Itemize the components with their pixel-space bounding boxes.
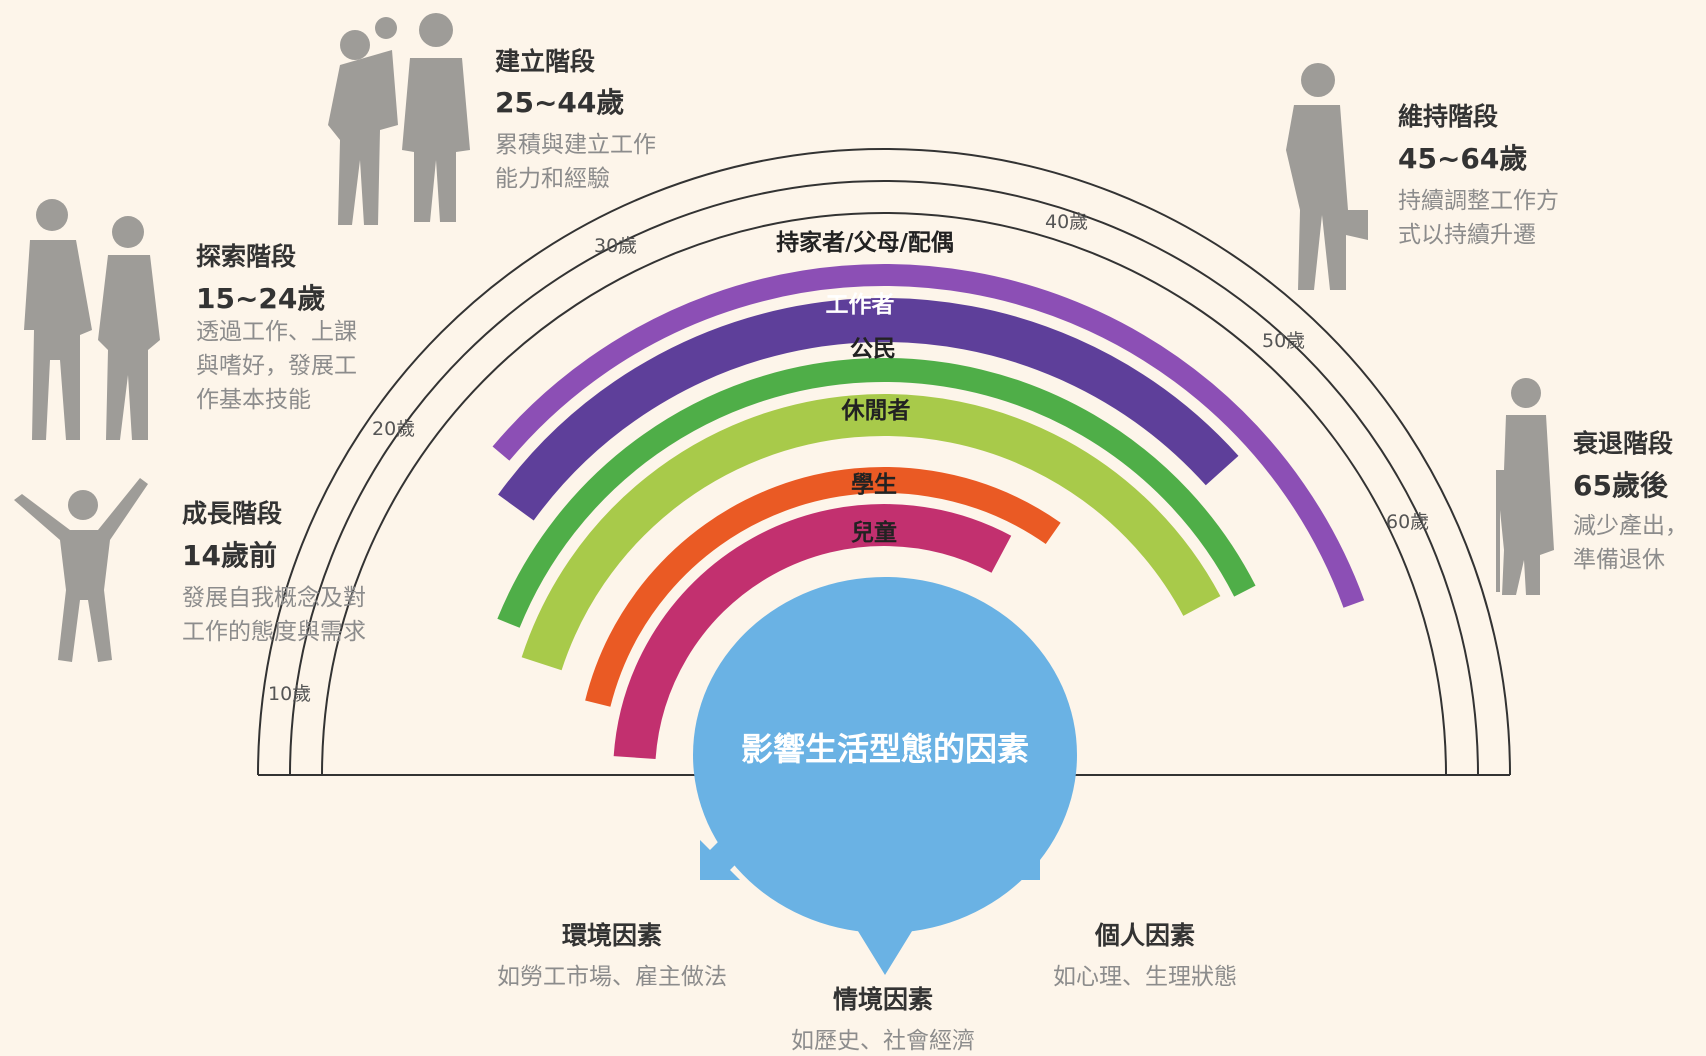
age-tick-20: 20歲: [372, 418, 415, 440]
child-body: [14, 478, 148, 662]
stage-exploration-title: 探索階段: [196, 242, 296, 271]
factor-environment-title: 環境因素: [562, 921, 662, 950]
stage-decline: 衰退階段 65歲後 減少產出， 準備退休: [1572, 429, 1688, 573]
stage-growth-title: 成長階段: [182, 499, 282, 528]
factor-situation: 情境因素 如歷史、社會經濟: [791, 985, 975, 1054]
stage-establishment-desc-1: 累積與建立工作: [495, 132, 656, 158]
age-tick-10: 10歲: [268, 683, 311, 705]
factor-personal: 個人因素 如心理、生理狀態: [1053, 921, 1237, 990]
role-band-student: [585, 467, 1061, 707]
role-band-homemaker: [492, 264, 1365, 608]
stage-exploration: 探索階段 15~24歲 透過工作、上課 與嗜好，發展工 作基本技能: [196, 242, 357, 413]
silhouette-elder: [1496, 378, 1554, 595]
role-band-worker: [498, 298, 1239, 521]
adult-head: [1301, 63, 1335, 97]
adult-body: [1286, 105, 1368, 290]
teen-head-1: [36, 199, 68, 231]
silhouette-adult: [1286, 63, 1368, 290]
elder-cane: [1496, 470, 1500, 592]
factor-personal-desc: 如心理、生理狀態: [1053, 964, 1237, 990]
elder-head: [1511, 378, 1541, 408]
father-body: [402, 58, 470, 222]
role-labels: 持家者/父母/配偶 工作者 公民 休閒者 學生 兒童: [776, 229, 954, 546]
factor-situation-desc: 如歷史、社會經濟: [791, 1028, 975, 1054]
age-tick-labels: 10歲 20歲 30歲 40歲 50歲 60歲: [268, 211, 1429, 705]
teen-body-2: [98, 255, 160, 440]
factor-environment-desc: 如勞工市場、雇主做法: [497, 964, 727, 990]
stage-exploration-desc-1: 透過工作、上課: [196, 319, 357, 345]
stage-growth: 成長階段 14歲前 發展自我概念及對 工作的態度與需求: [182, 499, 366, 645]
teen-body-1: [24, 240, 92, 440]
stage-growth-desc-2: 工作的態度與需求: [182, 619, 366, 645]
center-circle: [693, 577, 1077, 933]
silhouette-family: [328, 13, 470, 225]
stage-maintenance-age: 45~64歲: [1398, 142, 1527, 175]
role-label-child: 兒童: [851, 519, 897, 546]
role-label-homemaker: 持家者/父母/配偶: [776, 229, 954, 256]
stage-exploration-desc-2: 與嗜好，發展工: [196, 353, 357, 379]
outer-ring-2: [289, 180, 1479, 776]
baby-head: [375, 17, 397, 39]
elder-body: [1496, 415, 1554, 595]
stage-establishment-age: 25~44歲: [495, 86, 624, 119]
stage-maintenance-title: 維持階段: [1398, 102, 1498, 131]
outer-ring-1: [257, 148, 1511, 776]
stage-decline-title: 衰退階段: [1572, 429, 1673, 458]
stage-growth-age: 14歲前: [182, 539, 277, 572]
role-label-citizen: 公民: [850, 336, 896, 362]
stage-exploration-desc-3: 作基本技能: [196, 387, 311, 413]
role-band-citizen: [497, 358, 1256, 628]
role-label-leisurite: 休閒者: [841, 398, 911, 424]
stage-establishment-title: 建立階段: [495, 47, 595, 76]
stage-exploration-age: 15~24歲: [196, 282, 325, 315]
stage-maintenance: 維持階段 45~64歲 持續調整工作方 式以持續升遷: [1398, 102, 1559, 248]
age-tick-50: 50歲: [1262, 330, 1305, 352]
role-band-child: [613, 504, 1012, 760]
stage-maintenance-desc-2: 式以持續升遷: [1398, 222, 1536, 248]
age-tick-30: 30歲: [594, 235, 637, 257]
stage-decline-desc-1: 減少產出，: [1573, 513, 1688, 539]
father-head: [419, 13, 453, 47]
age-tick-40: 40歲: [1045, 211, 1088, 233]
role-label-student: 學生: [851, 471, 897, 498]
stage-maintenance-desc-1: 持續調整工作方: [1398, 188, 1559, 214]
stage-decline-age: 65歲後: [1573, 469, 1669, 502]
factor-environment: 環境因素 如勞工市場、雇主做法: [497, 921, 727, 990]
silhouette-teen-couple: [24, 199, 160, 440]
factor-situation-title: 情境因素: [833, 985, 933, 1014]
role-bands: [492, 264, 1365, 760]
teen-head-2: [112, 216, 144, 248]
stage-establishment: 建立階段 25~44歲 累積與建立工作 能力和經驗: [495, 47, 656, 192]
child-head: [68, 490, 98, 520]
role-band-leisurite: [521, 394, 1221, 671]
age-rings: [257, 148, 1511, 776]
outer-ring-3: [321, 212, 1447, 776]
stage-growth-desc-1: 發展自我概念及對: [182, 585, 366, 611]
silhouette-child: [14, 478, 148, 662]
role-label-worker: 工作者: [826, 292, 895, 318]
age-tick-60: 60歲: [1386, 511, 1429, 533]
mother-body: [328, 50, 398, 225]
mother-head: [340, 30, 370, 60]
center-label: 影響生活型態的因素: [741, 730, 1029, 768]
factor-personal-title: 個人因素: [1094, 921, 1195, 950]
stage-establishment-desc-2: 能力和經驗: [495, 166, 610, 192]
stage-decline-desc-2: 準備退休: [1573, 547, 1665, 573]
